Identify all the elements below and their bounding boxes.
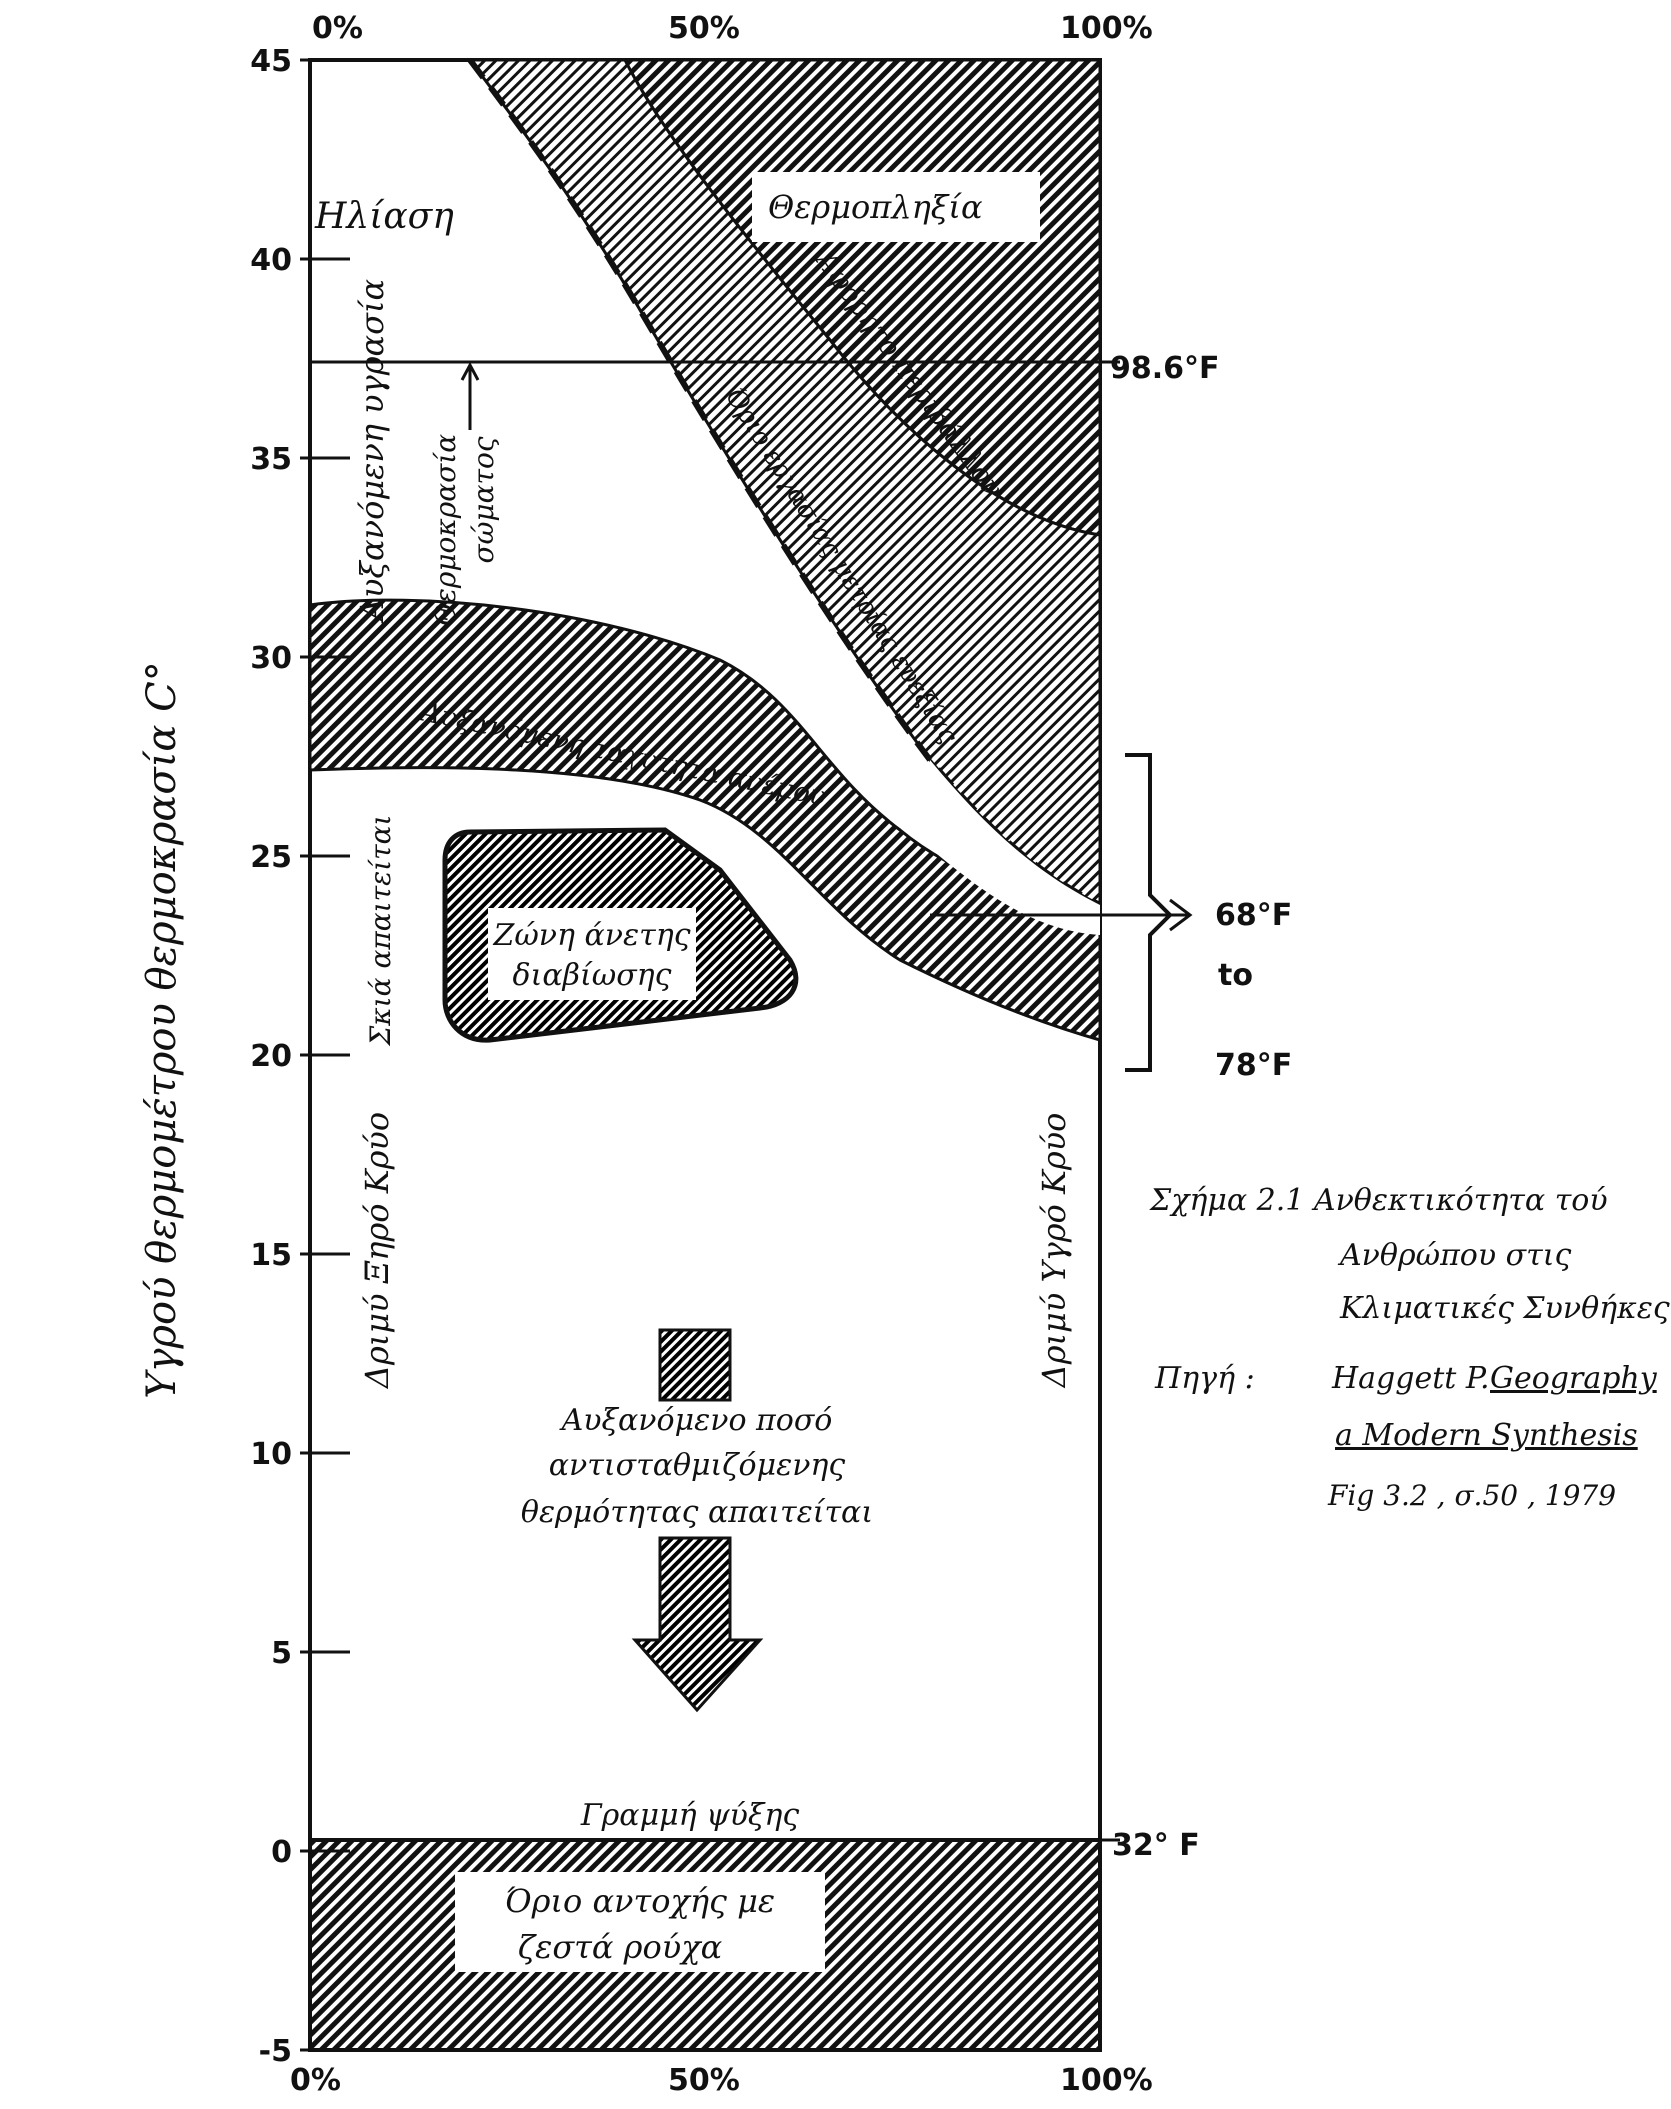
mark-32f: 32° F	[1112, 1828, 1200, 1863]
wind-speed-band	[308, 598, 1102, 1042]
label-heat-1: Αυξανόμενο ποσό	[559, 1403, 833, 1438]
caption-source-label: Πηγή :	[1154, 1361, 1255, 1396]
label-heat-3: θερμότητας απαιτείται	[521, 1495, 873, 1530]
caption-source-work1: Geography	[1490, 1361, 1658, 1396]
caption-title-2: Ανθρώπου στις	[1337, 1238, 1571, 1273]
label-body-temp-1: Θερμοκρασία	[429, 434, 462, 626]
comfort-pointer-head	[1169, 898, 1193, 932]
y-tick-label: 30	[250, 641, 292, 676]
label-body-temp-2: σώματος	[467, 436, 500, 563]
label-comfort-zone-1: Ζώνη άνετης	[492, 918, 690, 953]
label-heat-2: αντισταθμιζόμενης	[549, 1448, 846, 1483]
heat-arrow-stem-top	[658, 1328, 732, 1402]
caption-source-ref: Fig 3.2 , σ.50 , 1979	[1327, 1479, 1616, 1512]
y-tick-label: 35	[250, 442, 292, 477]
caption-source-author: Haggett P.	[1331, 1361, 1490, 1396]
y-tick-label: -5	[259, 2034, 292, 2069]
y-tick-label: 15	[250, 1238, 292, 1273]
label-heatstroke: Θερμοπληξία	[768, 188, 983, 226]
y-tick-label: 0	[271, 1835, 292, 1870]
y-tick-marks	[300, 58, 350, 2052]
y-tick-label: 5	[271, 1636, 292, 1671]
y-tick-label: 20	[250, 1039, 292, 1074]
y-axis-title: Υγρού θερμομέτρου θερμοκρασία C°	[139, 661, 185, 1399]
dashed-limit-line	[467, 58, 1102, 908]
mark-to: to	[1218, 958, 1253, 993]
x-tick-bottom-50: 50%	[668, 2063, 740, 2098]
label-warm-clothes-1: Όριο αντοχής με	[505, 1882, 775, 1920]
heatstroke-label-box	[752, 172, 1040, 242]
x-tick-bottom-0: 0%	[290, 2063, 341, 2098]
caption-source-work2: a Modern Synthesis	[1335, 1418, 1638, 1453]
y-tick-label: 45	[250, 44, 292, 79]
mark-68f: 68°F	[1215, 898, 1292, 933]
wind-band-gap	[920, 760, 1100, 935]
x-tick-top-0: 0%	[312, 11, 363, 46]
y-tick-label: 40	[250, 243, 292, 278]
comfort-zone-label-box	[488, 908, 696, 1000]
label-warm-clothes-2: ζεστά ρούχα	[518, 1928, 722, 1966]
warm-clothes-label-box	[455, 1872, 825, 1972]
x-tick-top-100: 100%	[1060, 11, 1153, 46]
body-temp-arrow-head	[460, 361, 480, 381]
mark-98-6f: 98.6°F	[1110, 351, 1220, 386]
mark-78f: 78°F	[1215, 1048, 1292, 1083]
label-wet-cold: Δριμύ Υγρό Κρύο	[1035, 1113, 1073, 1390]
label-frost-line: Γραμμή ψύξης	[580, 1798, 799, 1833]
label-comfort-zone-2: διαβίωσης	[513, 958, 672, 993]
x-tick-bottom-100: 100%	[1060, 2063, 1153, 2098]
label-shade-required: Σκιά απαιτείται	[364, 814, 397, 1046]
label-rising-humidity: Αυξανόμενη υγρασία	[353, 279, 391, 624]
y-tick-label: 10	[250, 1437, 292, 1472]
comfort-bracket	[1125, 753, 1173, 1072]
y-tick-label: 25	[250, 840, 292, 875]
label-dry-cold: Δριμύ Ξηρό Κρύο	[358, 1112, 396, 1390]
label-sunstroke: Ηλίαση	[314, 196, 454, 237]
x-tick-top-50: 50%	[668, 11, 740, 46]
caption-title-3: Κλιματικές Συνθήκες	[1339, 1291, 1670, 1326]
heat-arrow	[631, 1536, 764, 1713]
caption-title-1: Σχήμα 2.1 Ανθεκτικότητα τού	[1149, 1183, 1608, 1218]
